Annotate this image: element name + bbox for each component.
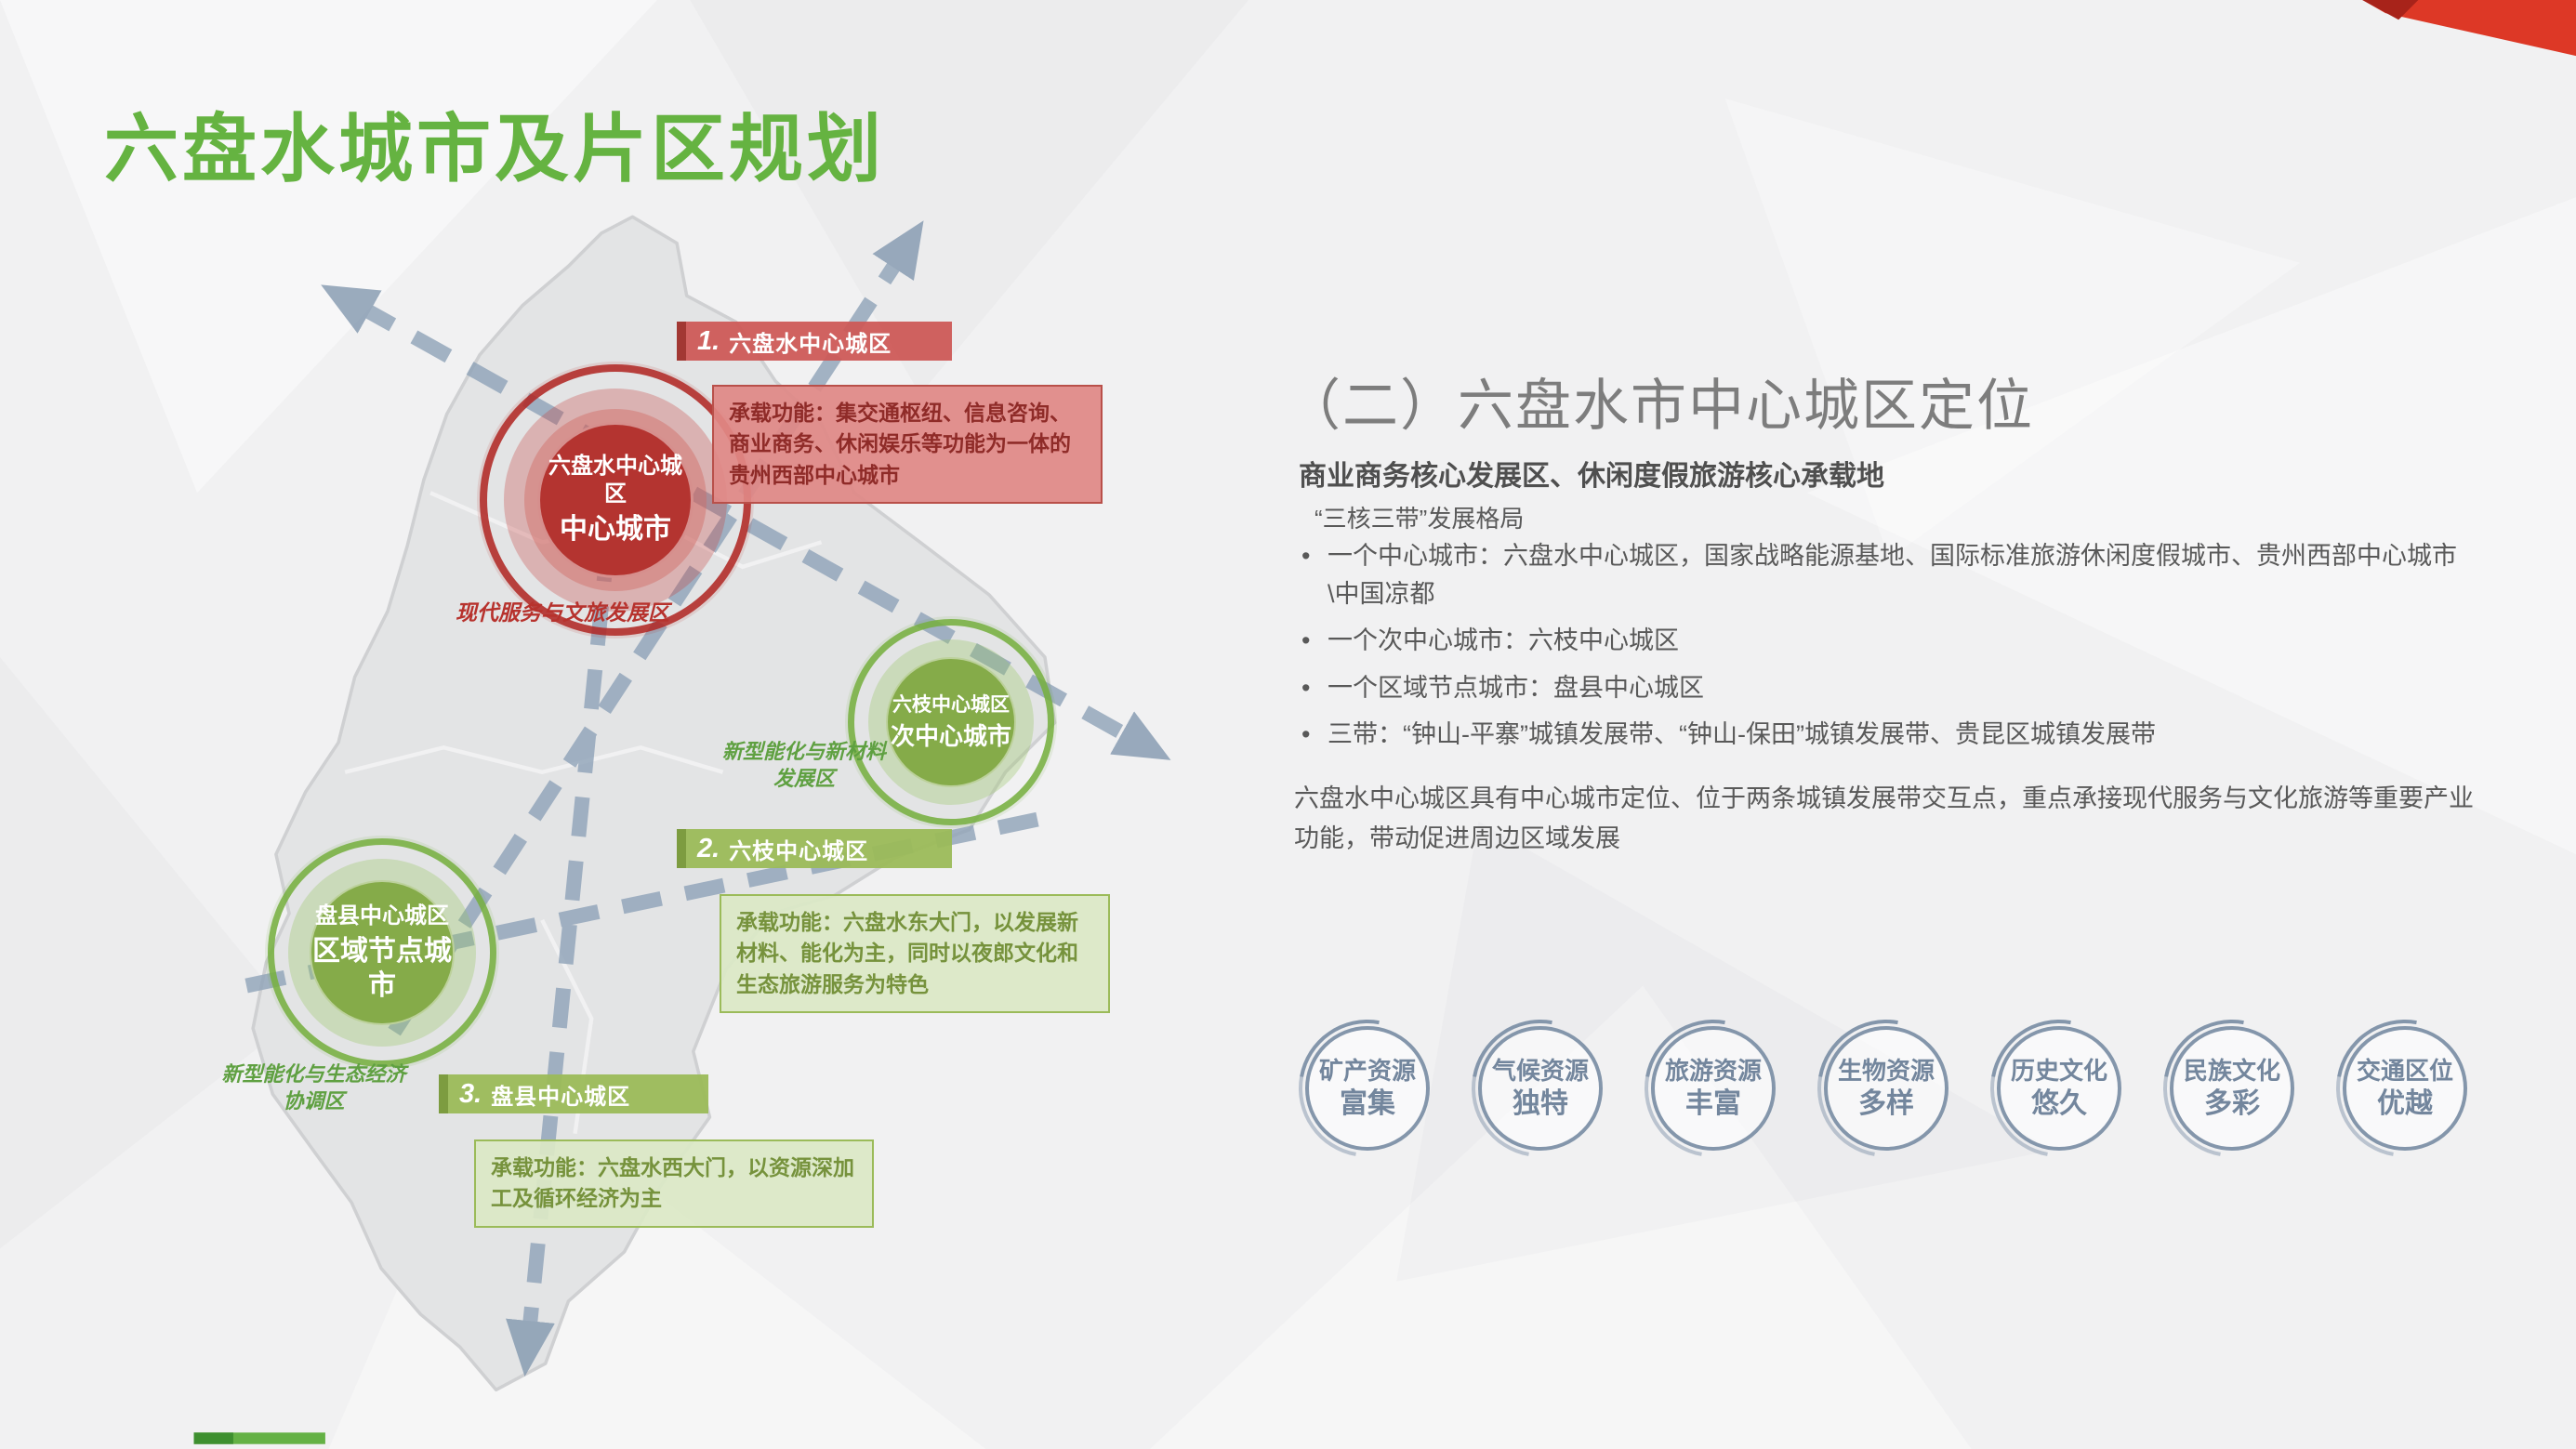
badge-mineral-resources: 矿产资源 富集 <box>1305 1026 1430 1151</box>
zone-label-central: 现代服务与文旅发展区 <box>456 600 669 625</box>
callout-box-1: 承载功能：集交通枢纽、信息咨询、商业商务、休闲娱乐等功能为一体的贵州西部中心城市 <box>712 385 1103 505</box>
callout-banner-3: 3. 盘县中心城区 <box>439 1074 708 1113</box>
callout-title: 盘县中心城区 <box>491 1084 631 1110</box>
city-role: 次中心城市 <box>890 721 1011 750</box>
bullet-list: 一个中心城市：六盘水中心城区，国家战略能源基地、国际标准旅游休闲度假城市、贵州西… <box>1294 537 2464 763</box>
city-name: 六枝中心城区 <box>892 693 1010 716</box>
badge-line1: 交通区位 <box>2356 1057 2453 1085</box>
city-core-liuzhi: 六枝中心城区 次中心城市 <box>886 657 1016 787</box>
badge-line2: 独特 <box>1513 1087 1568 1119</box>
corner-accents <box>193 0 2576 1444</box>
section-subheading: 商业商务核心发展区、休闲度假旅游核心承载地 <box>1299 461 1884 492</box>
badge-line2: 富集 <box>1340 1087 1395 1119</box>
city-core-panxian: 盘县中心城区 区域节点城市 <box>310 880 455 1025</box>
badge-line2: 优越 <box>2377 1087 2433 1119</box>
city-role: 中心城市 <box>560 514 671 546</box>
city-marker-panxian: 盘县中心城区 区域节点城市 <box>268 838 496 1067</box>
zone-label-liuzhi: 新型能化与新材料 发展区 <box>721 740 886 790</box>
callout-number: 1. <box>697 325 720 356</box>
badge-line2: 丰富 <box>1685 1087 1741 1119</box>
city-core-central: 六盘水中心城区 中心城市 <box>537 422 694 578</box>
resource-badges: 矿产资源 富集 气候资源 独特 旅游资源 丰富 生物资源 多样 历史文化 悠久 … <box>1305 1026 2467 1151</box>
city-name: 六盘水中心城区 <box>548 454 682 507</box>
badge-line2: 悠久 <box>2031 1087 2087 1119</box>
badge-line1: 矿产资源 <box>1318 1057 1416 1085</box>
section-heading: （二）六盘水市中心城区定位 <box>1285 375 2034 437</box>
badge-line1: 旅游资源 <box>1664 1057 1762 1085</box>
callout-title: 六盘水中心城区 <box>729 331 892 357</box>
callout-number: 3. <box>459 1078 482 1109</box>
callout-title: 六枝中心城区 <box>729 838 869 864</box>
callout-box-3: 承载功能：六盘水西大门，以资源深加工及循环经济为主 <box>474 1139 874 1228</box>
badge-climate-resources: 气候资源 独特 <box>1478 1026 1603 1151</box>
callout-banner-1: 1. 六盘水中心城区 <box>677 322 952 361</box>
badge-line1: 历史文化 <box>2010 1057 2107 1085</box>
city-marker-central: 六盘水中心城区 中心城市 <box>480 364 751 636</box>
slide-title: 六盘水城市及片区规划 <box>104 108 885 191</box>
zone-label-panxian: 新型能化与生态经济 协调区 <box>221 1062 406 1113</box>
city-role: 区域节点城市 <box>312 935 452 1002</box>
badge-line1: 气候资源 <box>1491 1057 1589 1085</box>
bullet-item: 一个中心城市：六盘水中心城区，国家战略能源基地、国际标准旅游休闲度假城市、贵州西… <box>1294 537 2464 613</box>
badge-biological-resources: 生物资源 多样 <box>1824 1026 1949 1151</box>
badge-line1: 生物资源 <box>1837 1057 1935 1085</box>
summary-paragraph: 六盘水中心城区具有中心城市定位、位于两条城镇发展带交互点，重点承接现代服务与文化… <box>1294 784 2474 853</box>
bullet-item: 一个次中心城市：六枝中心城区 <box>1294 622 2464 660</box>
top-right-red-accent <box>2362 0 2576 57</box>
badge-line1: 民族文化 <box>2183 1057 2280 1085</box>
city-name: 盘县中心城区 <box>315 902 449 929</box>
badge-history-culture: 历史文化 悠久 <box>1997 1026 2121 1151</box>
badge-tourism-resources: 旅游资源 丰富 <box>1651 1026 1776 1151</box>
badge-line2: 多样 <box>1858 1087 1914 1119</box>
callout-banner-2: 2. 六枝中心城区 <box>677 829 952 868</box>
badge-transport-location: 交通区位 优越 <box>2343 1026 2467 1151</box>
callout-box-2: 承载功能：六盘水东大门，以发展新材料、能化为主，同时以夜郎文化和生态旅游服务为特… <box>720 894 1110 1014</box>
pattern-label: “三核三带”发展格局 <box>1314 505 1525 533</box>
bullet-item: 三带：“钟山-平寨”城镇发展带、“钟山-保田”城镇发展带、贵昆区城镇发展带 <box>1294 716 2464 754</box>
badge-line2: 多彩 <box>2204 1087 2260 1119</box>
city-marker-liuzhi: 六枝中心城区 次中心城市 <box>848 619 1054 825</box>
callout-number: 2. <box>697 833 720 863</box>
badge-ethnic-culture: 民族文化 多彩 <box>2170 1026 2294 1151</box>
bullet-item: 一个区域节点城市：盘县中心城区 <box>1294 669 2464 707</box>
